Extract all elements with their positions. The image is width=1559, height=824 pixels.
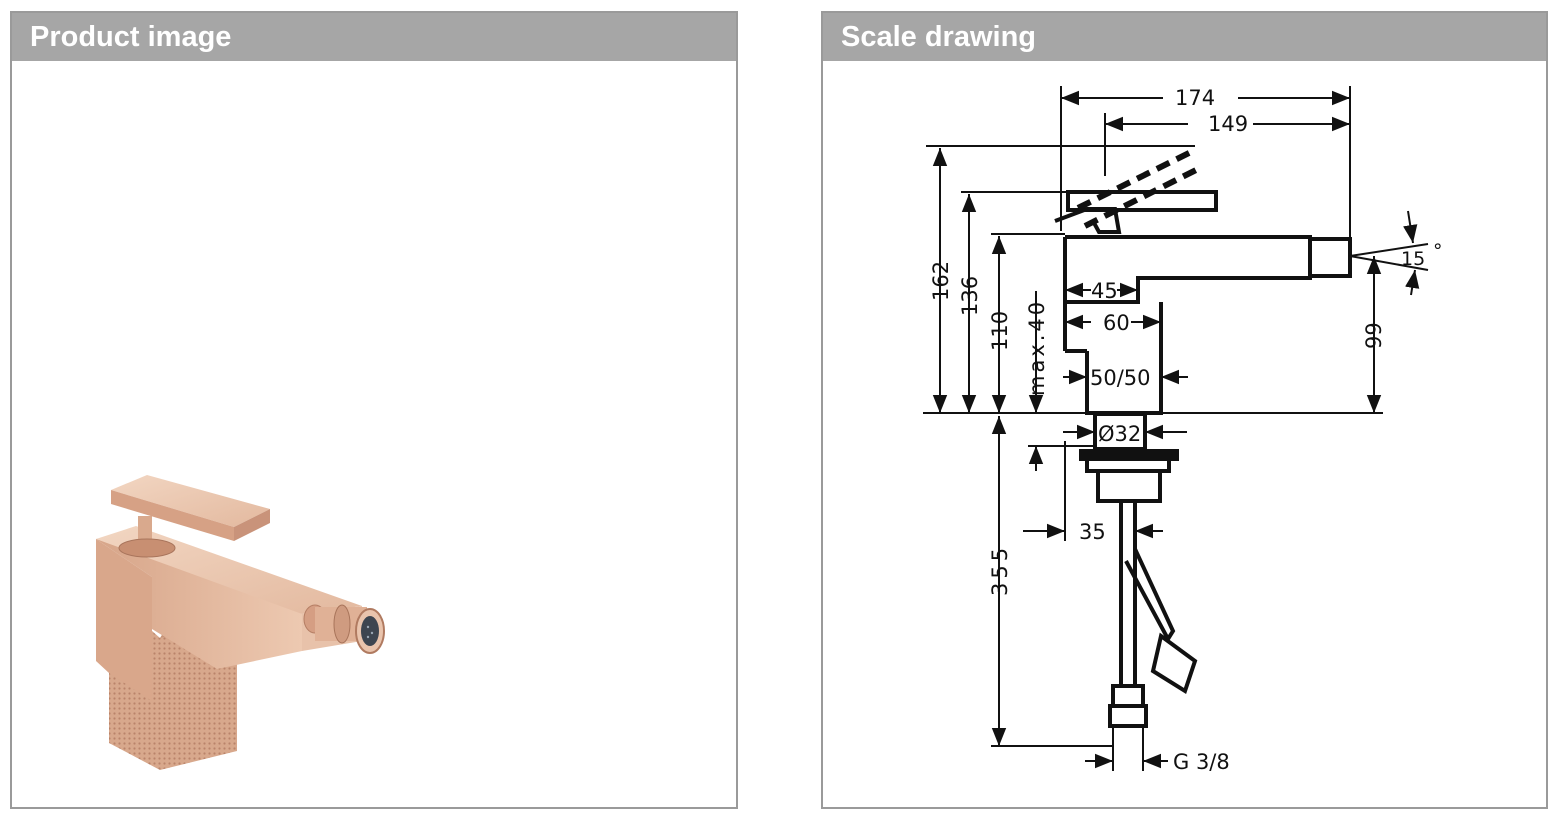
shank-and-hoses: [1079, 412, 1198, 728]
scale-drawing-panel: Scale drawing: [821, 11, 1548, 809]
dim-dia32: Ø32: [1098, 422, 1141, 446]
bidet-mixer-photo-icon: [96, 475, 385, 770]
dim-15: 15: [1401, 248, 1425, 270]
dimension-lines: [923, 86, 1429, 771]
dim-max40: max.40: [1025, 299, 1049, 396]
scale-drawing-area: 174 149 162 136 110 max.40 45 60 50/50 Ø…: [823, 61, 1546, 807]
dim-degree: °: [1433, 240, 1443, 262]
product-image-area: [12, 61, 736, 807]
lever-top: [111, 475, 270, 527]
dim-99: 99: [1362, 322, 1386, 349]
body-front-lower: [96, 539, 152, 701]
dim-149: 149: [1208, 112, 1248, 136]
hose-right: [1124, 548, 1176, 643]
dim-136: 136: [958, 276, 982, 316]
lever-handle: [1066, 190, 1218, 212]
dim-174: 174: [1175, 86, 1215, 110]
lever-front: [111, 490, 234, 541]
product-image-panel: Product image: [10, 11, 738, 809]
nozzle-block: [1308, 237, 1352, 278]
hose-fitting-left: [1111, 684, 1145, 708]
hose-fitting-right: [1150, 632, 1198, 695]
dim-50-50: 50/50: [1090, 366, 1151, 390]
dim-355: 355: [988, 544, 1012, 596]
dim-45: 45: [1091, 279, 1118, 303]
dim-g38: G 3/8: [1173, 750, 1230, 774]
dim-162: 162: [929, 261, 953, 301]
lever-end: [234, 509, 270, 541]
nozzle-aerator: [361, 616, 379, 646]
product-image-title: Product image: [12, 13, 736, 61]
lever-raised-dashed: [1076, 148, 1200, 229]
dim-60: 60: [1103, 311, 1130, 335]
lock-nut: [1096, 469, 1162, 503]
lever-stem: [1054, 207, 1122, 234]
scale-drawing-title: Scale drawing: [823, 13, 1546, 61]
body-front: [96, 535, 302, 669]
nozzle-ring-2: [333, 604, 351, 644]
dim-35: 35: [1079, 520, 1106, 544]
technical-drawing: 174 149 162 136 110 max.40 45 60 50/50 Ø…: [923, 86, 1443, 774]
lever-base-ring: [118, 538, 176, 558]
dim-110: 110: [988, 311, 1012, 351]
